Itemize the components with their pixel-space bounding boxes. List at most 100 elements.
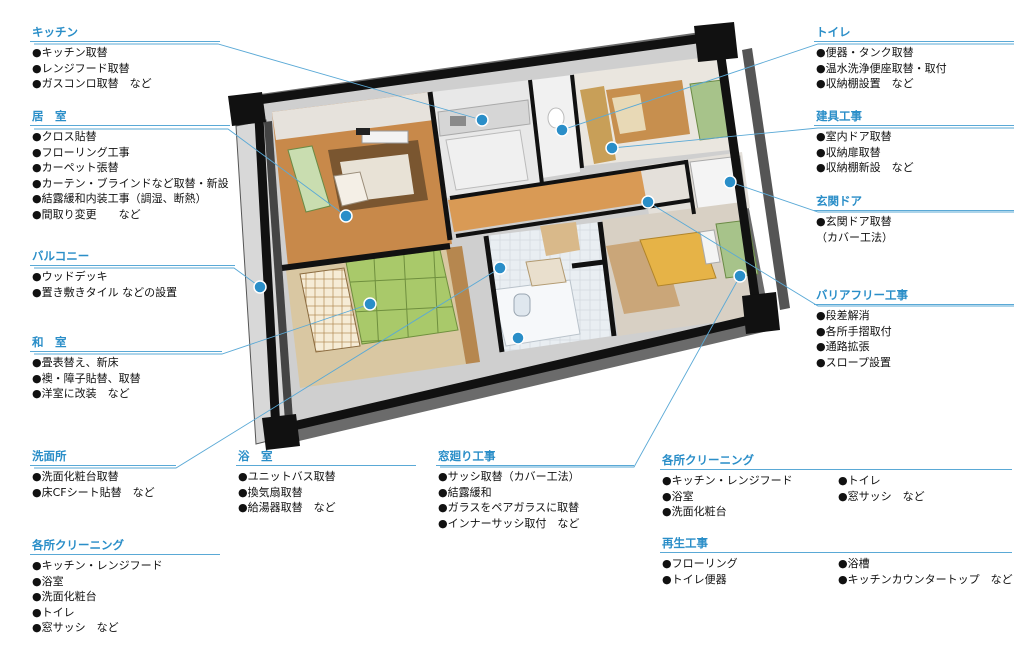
list-item: ●便器・タンク取替 bbox=[816, 46, 914, 59]
wall-bath-right bbox=[597, 221, 617, 337]
pillar-bottom-left bbox=[262, 414, 300, 450]
kitchen-sink bbox=[450, 116, 466, 126]
list-item: ●キッチンカウンタートップ など bbox=[838, 572, 1013, 586]
list-item: ●結露緩和内装工事（調湿、断熱） bbox=[32, 192, 207, 205]
marker-balcony[interactable] bbox=[253, 280, 267, 294]
title-rule bbox=[30, 125, 230, 126]
list-item: ●インナーサッシ取付 など bbox=[438, 516, 580, 530]
title-rule bbox=[30, 554, 220, 555]
item-list: ●ユニットバス取替 ●換気扇取替 ●給湯器取替 など bbox=[236, 469, 416, 516]
category-bath: 浴 室 ●ユニットバス取替 ●換気扇取替 ●給湯器取替 など bbox=[236, 448, 416, 516]
list-item: ●サッシ取替（カバー工法） bbox=[438, 470, 580, 483]
list-item: ●浴室 bbox=[662, 489, 694, 503]
title-rule bbox=[814, 125, 1014, 126]
title-rule bbox=[30, 265, 235, 266]
item-list: ●キッチン・レンジフード ●浴室 ●洗面化粧台 bbox=[660, 473, 836, 520]
title-rule bbox=[814, 304, 1014, 305]
list-item: ●キッチン・レンジフード bbox=[32, 559, 163, 572]
washitsu-sliding-door bbox=[446, 246, 480, 364]
category-title: 居 室 bbox=[32, 109, 67, 123]
list-item: ●カーテン・ブラインドなど取替・新設 bbox=[32, 176, 229, 190]
list-item: （カバー工法） bbox=[816, 230, 893, 244]
right-rail bbox=[742, 48, 790, 310]
list-item: ●収納棚新設 など bbox=[816, 161, 914, 174]
item-list: ●キッチン取替 ●レンジフード取替 ●ガスコンロ取替 など bbox=[30, 45, 220, 92]
marker-barrierfree[interactable] bbox=[641, 195, 655, 209]
item-list: ●段差解消 ●各所手摺取付 ●通路拡張 ●スロープ設置 bbox=[814, 308, 1014, 370]
list-item: ●浴槽 bbox=[838, 557, 870, 570]
marker-toilet[interactable] bbox=[555, 123, 569, 137]
title-rule bbox=[30, 41, 220, 42]
marker-fittings[interactable] bbox=[605, 141, 619, 155]
leader-lines bbox=[34, 43, 1014, 469]
marker-washitsu[interactable] bbox=[363, 297, 377, 311]
marker-bath[interactable] bbox=[511, 331, 525, 345]
list-item: ●洗面化粧台 bbox=[662, 505, 727, 518]
list-item: ●給湯器取替 など bbox=[238, 501, 336, 514]
list-item: ●クロス貼替 bbox=[32, 130, 97, 143]
list-item: ●カーペット張替 bbox=[32, 161, 119, 174]
list-item: ●トイレ bbox=[32, 605, 75, 619]
marker-entrance[interactable] bbox=[723, 175, 737, 189]
category-title: 再生工事 bbox=[662, 536, 708, 550]
pillar-top-right bbox=[694, 22, 738, 62]
marker-window[interactable] bbox=[733, 269, 747, 283]
category-balcony: バルコニー ●ウッドデッキ ●置き敷きタイル などの設置 bbox=[30, 248, 235, 300]
category-title: 各所クリーニング bbox=[662, 453, 754, 467]
item-list: ●玄関ドア取替 （カバー工法） bbox=[814, 214, 1014, 245]
category-window: 窓廻り工事 ●サッシ取替（カバー工法） ●結露緩和 ●ガラスをペアガラスに取替 … bbox=[436, 448, 634, 531]
marker-washroom[interactable] bbox=[493, 261, 507, 275]
category-title: 窓廻り工事 bbox=[438, 449, 496, 463]
list-item: ●レンジフード取替 bbox=[32, 61, 130, 75]
category-title: 和 室 bbox=[32, 335, 67, 349]
list-item: ●通路拡張 bbox=[816, 340, 870, 353]
washstand bbox=[525, 257, 567, 287]
category-washitsu: 和 室 ●畳表替え、新床 ●襖・障子貼替、取替 ●洋室に改装 など bbox=[30, 334, 222, 402]
list-item: ●窓サッシ など bbox=[838, 489, 925, 503]
list-item: ●洋室に改装 など bbox=[32, 387, 130, 400]
wall-bath-mid bbox=[571, 259, 605, 269]
category-title: 建具工事 bbox=[816, 109, 862, 123]
category-cleaning-right: 各所クリーニング ●キッチン・レンジフード ●浴室 ●洗面化粧台 ●トイレ ●窓… bbox=[660, 452, 1012, 520]
title-rule bbox=[236, 465, 416, 466]
wall-bath-left bbox=[483, 235, 505, 353]
wall-entrance bbox=[684, 159, 696, 215]
living-room-wall bbox=[272, 92, 434, 140]
title-rule bbox=[30, 351, 222, 352]
list-item: ●ウッドデッキ bbox=[32, 270, 108, 283]
shoji-screen bbox=[299, 267, 361, 353]
title-rule bbox=[814, 210, 1014, 211]
list-item: ●ガスコンロ取替 など bbox=[32, 77, 152, 90]
list-item: ●ガラスをペアガラスに取替 bbox=[438, 501, 580, 514]
wall-living-kitchen bbox=[427, 91, 453, 241]
marker-living[interactable] bbox=[339, 209, 353, 223]
category-barrier-free: バリアフリー工事 ●段差解消 ●各所手摺取付 ●通路拡張 ●スロープ設置 bbox=[814, 287, 1014, 370]
category-title: 洗面所 bbox=[32, 449, 67, 463]
category-fittings: 建具工事 ●室内ドア取替 ●収納扉取替 ●収納棚新設 など bbox=[814, 108, 1014, 176]
tatami-mats bbox=[345, 249, 459, 345]
bed-pillow bbox=[699, 229, 721, 265]
category-regeneration: 再生工事 ●フローリング ●トイレ便器 ●浴槽 ●キッチンカウンタートップ など bbox=[660, 535, 1013, 587]
title-rule bbox=[436, 465, 634, 466]
marker-kitchen[interactable] bbox=[475, 113, 489, 127]
category-title: 各所クリーニング bbox=[32, 538, 124, 552]
category-washroom: 洗面所 ●洗面化粧台取替 ●床CFシート貼替 など bbox=[30, 448, 176, 500]
category-title: 玄関ドア bbox=[816, 194, 862, 208]
item-list: ●トイレ ●窓サッシ など bbox=[836, 473, 1012, 520]
living-window bbox=[287, 145, 331, 213]
list-item: ●襖・障子貼替、取替 bbox=[32, 371, 141, 385]
list-item: ●換気扇取替 bbox=[238, 485, 303, 499]
bed bbox=[639, 231, 717, 287]
list-item: ●結露緩和 bbox=[438, 485, 492, 499]
item-list: ●フローリング ●トイレ便器 bbox=[660, 556, 836, 587]
list-item: ●トイレ便器 bbox=[662, 572, 727, 586]
armchair bbox=[333, 171, 369, 207]
hallway-floor bbox=[448, 164, 690, 232]
list-item: ●ユニットバス取替 bbox=[238, 470, 336, 483]
category-title: バルコニー bbox=[32, 249, 90, 263]
wall-utility-toilet bbox=[570, 74, 584, 169]
list-item: ●室内ドア取替 bbox=[816, 130, 892, 143]
list-item: ●浴室 bbox=[32, 574, 64, 588]
item-list: ●浴槽 ●キッチンカウンタートップ など bbox=[836, 556, 1013, 587]
bed-top bbox=[612, 94, 646, 134]
